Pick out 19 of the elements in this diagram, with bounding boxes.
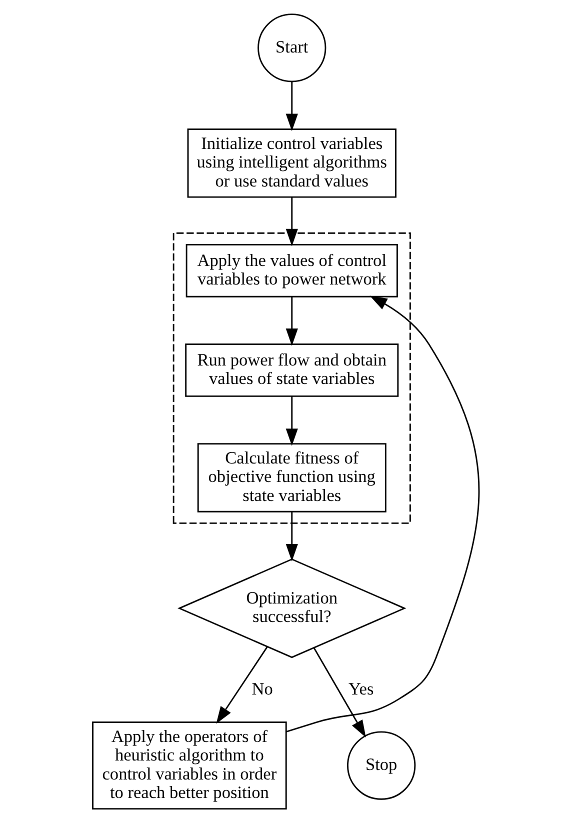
arrow	[286, 82, 298, 132]
node-box: Initialize control variables using intelligent algorithms or use standard values	[187, 128, 396, 198]
edge-label: Yes	[348, 679, 374, 698]
node-circle: Stop	[347, 731, 416, 800]
node-box: Calculate fitness of objective function using state variables	[197, 443, 386, 512]
cluster	[172, 232, 411, 524]
edge-label: No	[252, 679, 273, 698]
node-box: Apply the values of control variables to power network	[186, 244, 398, 298]
arrow	[216, 646, 268, 724]
node-diamond: Optimization successful?	[178, 558, 406, 658]
node-box: Run power flow and obtain values of state variables	[185, 344, 399, 397]
arrow	[286, 396, 298, 446]
arrow	[313, 648, 366, 738]
arrow	[286, 512, 298, 562]
arrow	[286, 297, 298, 346]
arrow	[286, 197, 298, 246]
node-circle: Start	[258, 14, 326, 82]
arrow	[286, 296, 480, 732]
node-box: Apply the operators of heuristic algorithm to control variables in order to reach better position	[92, 722, 287, 810]
